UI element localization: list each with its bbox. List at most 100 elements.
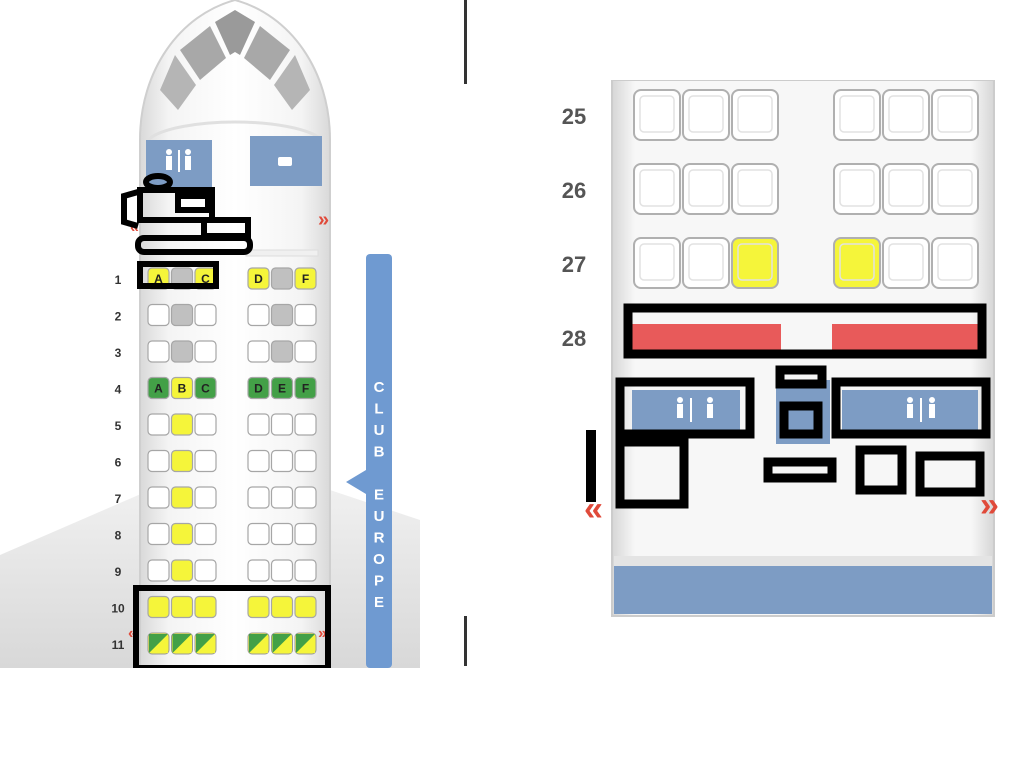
seat[interactable] — [931, 163, 979, 215]
seat[interactable] — [194, 632, 217, 655]
seat[interactable] — [147, 449, 170, 473]
exit-marker-right-rear: » — [980, 486, 999, 524]
seat[interactable] — [247, 449, 270, 473]
seat[interactable] — [731, 89, 779, 141]
seat[interactable] — [931, 237, 979, 289]
seat[interactable] — [294, 595, 317, 619]
seat[interactable] — [247, 595, 270, 619]
seat-letter: A — [154, 382, 163, 396]
seat[interactable]: D — [247, 376, 270, 400]
seat[interactable] — [170, 559, 194, 582]
row-number: 4 — [115, 383, 122, 397]
seat[interactable] — [247, 340, 270, 363]
seat[interactable] — [270, 522, 294, 546]
seat[interactable] — [682, 237, 730, 289]
seat[interactable] — [931, 89, 979, 141]
seat[interactable] — [170, 449, 194, 473]
seat[interactable] — [833, 237, 881, 289]
seat[interactable] — [247, 632, 270, 655]
seat-letter: D — [254, 382, 263, 396]
seat[interactable] — [731, 237, 779, 289]
row-number: 6 — [115, 456, 122, 470]
seat[interactable] — [270, 559, 294, 582]
exit-row-seat[interactable] — [930, 324, 981, 350]
row-number: 27 — [562, 252, 586, 277]
seat[interactable] — [294, 522, 317, 546]
exit-row-seat[interactable] — [881, 324, 932, 350]
seat[interactable] — [171, 632, 193, 655]
seat[interactable] — [294, 449, 317, 473]
seat-letter: F — [302, 272, 309, 286]
seat[interactable] — [170, 413, 194, 436]
seat[interactable] — [170, 595, 194, 619]
seat[interactable]: F — [294, 267, 317, 290]
seat[interactable] — [194, 559, 217, 582]
seat[interactable] — [194, 303, 217, 327]
seat[interactable] — [247, 413, 270, 436]
cockpit-windows — [160, 10, 310, 110]
seat[interactable] — [882, 237, 930, 289]
seat[interactable] — [170, 486, 194, 509]
seat[interactable] — [294, 413, 317, 436]
seat[interactable] — [194, 340, 217, 363]
seat[interactable]: F — [294, 376, 317, 400]
seat[interactable] — [294, 559, 317, 582]
seat[interactable] — [270, 413, 294, 436]
seat[interactable] — [170, 522, 194, 546]
seat[interactable] — [247, 486, 270, 509]
exit-row-seat[interactable] — [632, 324, 683, 350]
seat-letter: B — [178, 382, 187, 396]
seat[interactable] — [147, 559, 170, 582]
exit-row-seat[interactable] — [681, 324, 732, 350]
seat[interactable]: A — [147, 376, 170, 400]
seat[interactable] — [294, 303, 317, 327]
seat[interactable] — [731, 163, 779, 215]
cabin-band-letter: E — [374, 594, 384, 611]
seat[interactable] — [882, 89, 930, 141]
seat[interactable] — [833, 89, 881, 141]
seat[interactable] — [882, 163, 930, 215]
seat[interactable] — [633, 89, 681, 141]
seat[interactable]: C — [194, 376, 217, 400]
seat[interactable] — [294, 632, 317, 655]
seat[interactable] — [194, 486, 217, 509]
lavatory-icon — [166, 149, 191, 172]
seat[interactable] — [194, 595, 217, 619]
seat[interactable] — [194, 413, 217, 436]
seat[interactable] — [194, 522, 217, 546]
seat[interactable]: D — [247, 267, 270, 290]
seat[interactable]: E — [270, 376, 294, 400]
seat[interactable] — [247, 522, 270, 546]
seat[interactable] — [682, 163, 730, 215]
seat[interactable] — [294, 340, 317, 363]
seat-row: 11 — [112, 632, 317, 655]
seat[interactable] — [147, 632, 170, 655]
lavatory-icon — [907, 397, 935, 422]
seat[interactable] — [833, 163, 881, 215]
seat[interactable] — [270, 449, 294, 473]
seat[interactable]: B — [170, 376, 194, 400]
seat[interactable] — [294, 486, 317, 509]
seat[interactable] — [147, 486, 170, 509]
seat[interactable] — [633, 163, 681, 215]
cabin-band-letter: P — [374, 573, 384, 590]
seat[interactable] — [194, 449, 217, 473]
cabin-band-letter: O — [373, 551, 385, 568]
exit-row-seat[interactable] — [730, 324, 781, 350]
seat[interactable] — [270, 486, 294, 509]
seat[interactable] — [147, 413, 170, 436]
seat[interactable] — [247, 559, 270, 582]
seat[interactable] — [682, 89, 730, 141]
seat[interactable] — [271, 632, 293, 655]
seat[interactable] — [147, 303, 170, 327]
seat[interactable] — [633, 237, 681, 289]
seat[interactable] — [147, 595, 170, 619]
seat[interactable] — [247, 303, 270, 327]
seat[interactable] — [147, 522, 170, 546]
seat[interactable] — [270, 595, 294, 619]
seat[interactable] — [147, 340, 170, 363]
exit-row-seat[interactable] — [832, 324, 883, 350]
row-number: 25 — [562, 104, 586, 129]
